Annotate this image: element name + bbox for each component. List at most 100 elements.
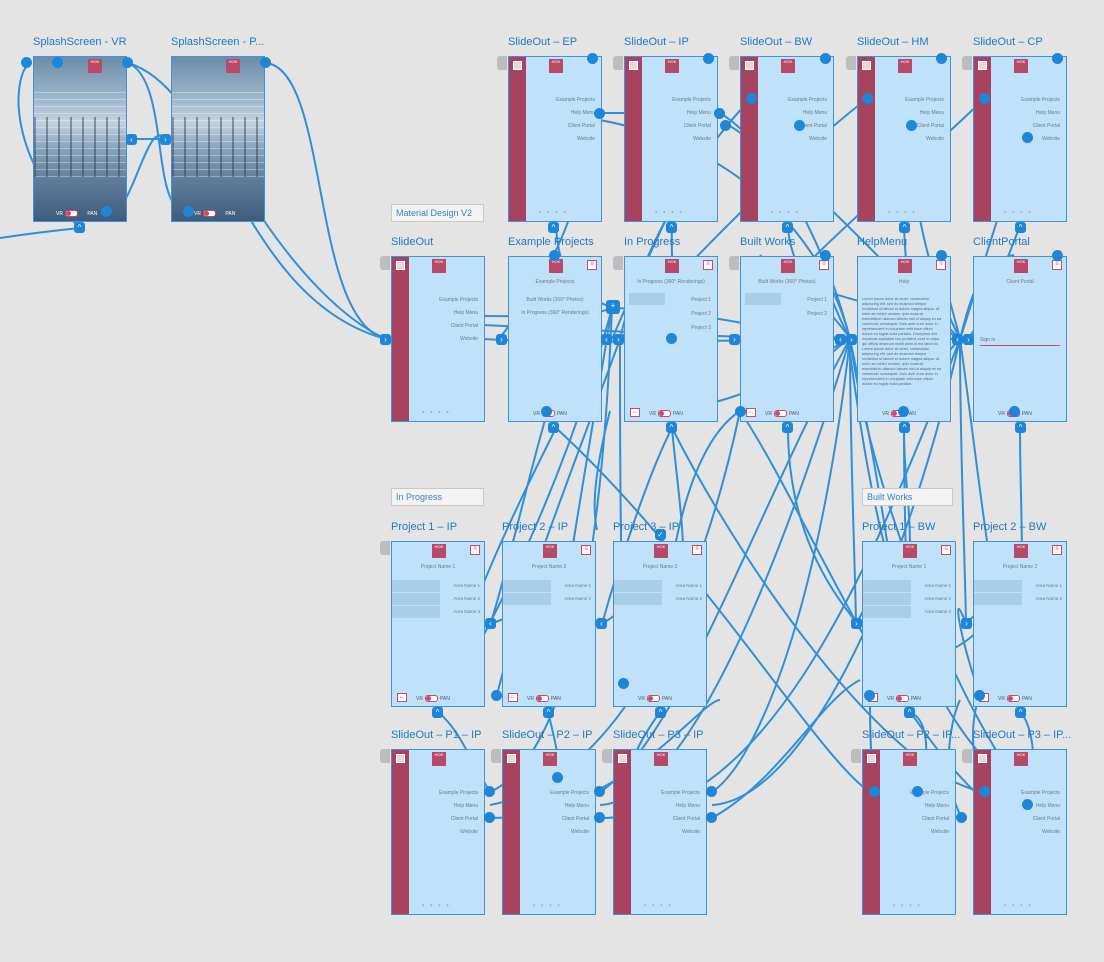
area-name-1[interactable]: Area Name 1: [564, 583, 591, 588]
hamburger-icon[interactable]: ≡: [941, 545, 951, 555]
menu-item-help-menu[interactable]: Help Menu: [1035, 110, 1060, 116]
menu-item-example-projects[interactable]: Example Projects: [661, 790, 700, 796]
menu-item-example-projects[interactable]: Example Projects: [1021, 790, 1060, 796]
area-thumb[interactable]: [863, 593, 911, 605]
back-icon[interactable]: ←: [630, 408, 640, 417]
connector-dot[interactable]: [906, 120, 917, 131]
connector-dot[interactable]: [587, 53, 598, 64]
hamburger-icon[interactable]: ≡: [703, 260, 713, 270]
connector-dot[interactable]: [979, 786, 990, 797]
area-thumb[interactable]: [974, 580, 1022, 592]
menu-icon[interactable]: [862, 61, 871, 70]
artboard-project-2-bw[interactable]: Project 2 – BW HOK ≡ Project Name 2 Area…: [973, 521, 1067, 707]
artboard-slideout-ep[interactable]: SlideOut – EP HOK Example Projects Help …: [497, 36, 602, 222]
artboard-slideout-p1-ip[interactable]: SlideOut – P1 – IP HOK Example Projects …: [380, 729, 485, 915]
link-in-progress[interactable]: In Progress (360° Renderings): [521, 310, 589, 316]
area-thumb[interactable]: [392, 593, 440, 605]
connector-dot[interactable]: [720, 120, 731, 131]
connector-handle-icon[interactable]: ›: [380, 334, 391, 345]
area-name-2[interactable]: Area Name 2: [924, 596, 951, 601]
menu-item-website[interactable]: Website: [577, 136, 595, 142]
artboard-title[interactable]: Built Works: [740, 236, 796, 248]
artboard-slideout-hm[interactable]: SlideOut – HM HOK Example Projects Help …: [846, 36, 951, 222]
back-icon[interactable]: ←: [746, 408, 756, 417]
hamburger-icon[interactable]: ≡: [581, 545, 591, 555]
back-icon[interactable]: ←: [397, 693, 407, 702]
menu-item-website[interactable]: Website: [931, 829, 949, 835]
connector-dot[interactable]: [183, 206, 194, 217]
area-name-2[interactable]: Area Name 2: [564, 596, 591, 601]
menu-item-website[interactable]: Website: [460, 829, 478, 835]
menu-icon[interactable]: [618, 754, 627, 763]
artboard-slideout-p2-ip[interactable]: SlideOut – P2 – IP HOK Example Projects …: [491, 729, 596, 915]
connector-handle-icon[interactable]: ›: [963, 334, 974, 345]
vr-pan-toggle[interactable]: VR PAN: [194, 210, 236, 217]
link-project-2[interactable]: Project 2: [691, 311, 711, 317]
artboard-title[interactable]: SlideOut – CP: [973, 36, 1043, 48]
artboard-title[interactable]: SlideOut – P3 – IP...: [973, 729, 1072, 741]
connector-handle-icon[interactable]: ‹: [952, 334, 963, 345]
connector-dot[interactable]: [820, 53, 831, 64]
connector-dot[interactable]: [541, 406, 552, 417]
social-icons[interactable]: ▪▪▪▪: [888, 210, 921, 216]
artboard-slideout-bw[interactable]: SlideOut – BW HOK Example Projects Help …: [729, 36, 834, 222]
connector-dot[interactable]: [1052, 53, 1063, 64]
connector-dot[interactable]: [1022, 132, 1033, 143]
area-thumb[interactable]: [392, 606, 440, 618]
connector-dot[interactable]: [1052, 250, 1063, 261]
connector-dot[interactable]: [549, 250, 560, 261]
connector-handle-icon[interactable]: ‹: [596, 618, 607, 629]
menu-item-client-portal[interactable]: Client Portal: [799, 123, 827, 129]
artboard-slideout-cp[interactable]: SlideOut – CP HOK Example Projects Help …: [962, 36, 1067, 222]
connector-dot[interactable]: [703, 53, 714, 64]
menu-icon[interactable]: [396, 754, 405, 763]
artboard-built-works[interactable]: Built Works HOK ≡ Built Works (360° Phot…: [729, 236, 834, 422]
artboard-slideout[interactable]: SlideOut HOK Example Projects Help Menu …: [380, 236, 485, 422]
connector-dot[interactable]: [936, 250, 947, 261]
menu-item-example-projects[interactable]: Example Projects: [556, 97, 595, 103]
menu-item-example-projects[interactable]: Example Projects: [672, 97, 711, 103]
connector-handle-icon[interactable]: ✓: [655, 529, 666, 540]
menu-item-client-portal[interactable]: Client Portal: [1032, 816, 1060, 822]
connector-handle-icon[interactable]: ^: [1015, 422, 1026, 433]
area-thumb[interactable]: [392, 580, 440, 592]
connector-dot[interactable]: [898, 406, 909, 417]
link-project-1[interactable]: Project 1: [807, 297, 827, 303]
menu-item-website[interactable]: Website: [1042, 829, 1060, 835]
menu-item-help-menu[interactable]: Help Menu: [570, 110, 595, 116]
connector-handle-icon[interactable]: ^: [1015, 707, 1026, 718]
social-icons[interactable]: ▪▪▪▪: [771, 210, 804, 216]
area-name-1[interactable]: Area Name 1: [675, 583, 702, 588]
menu-icon[interactable]: [507, 754, 516, 763]
connector-dot[interactable]: [594, 786, 605, 797]
connector-dot[interactable]: [862, 93, 873, 104]
artboard-title[interactable]: In Progress: [624, 236, 681, 248]
artboard-title[interactable]: ClientPortal: [973, 236, 1030, 248]
menu-icon[interactable]: [978, 754, 987, 763]
menu-item-client-portal[interactable]: Client Portal: [916, 123, 944, 129]
menu-item-help-menu[interactable]: Help Menu: [919, 110, 944, 116]
area-name-1[interactable]: Area Name 1: [453, 583, 480, 588]
connector-handle-icon[interactable]: ‹: [601, 334, 612, 345]
group-label-built-works[interactable]: Built Works: [862, 488, 953, 506]
connector-dot[interactable]: [974, 690, 985, 701]
connector-handle-icon[interactable]: ^: [548, 422, 559, 433]
menu-item-example-projects[interactable]: Example Projects: [788, 97, 827, 103]
menu-item-help-menu[interactable]: Help Menu: [453, 310, 478, 316]
project-thumb[interactable]: [745, 293, 781, 305]
artboard-title[interactable]: SlideOut – P3 – IP: [613, 729, 704, 741]
connector-handle-icon[interactable]: ^: [899, 422, 910, 433]
menu-item-example-projects[interactable]: Example Projects: [439, 790, 478, 796]
artboard-title[interactable]: Project 2 – IP: [502, 521, 569, 533]
artboard-title[interactable]: Project 1 – BW: [862, 521, 936, 533]
connector-dot[interactable]: [936, 53, 947, 64]
hamburger-icon[interactable]: ≡: [1052, 545, 1062, 555]
menu-item-client-portal[interactable]: Client Portal: [567, 123, 595, 129]
menu-item-help-menu[interactable]: Help Menu: [564, 803, 589, 809]
hamburger-icon[interactable]: ≡: [936, 260, 946, 270]
area-thumb[interactable]: [614, 580, 662, 592]
